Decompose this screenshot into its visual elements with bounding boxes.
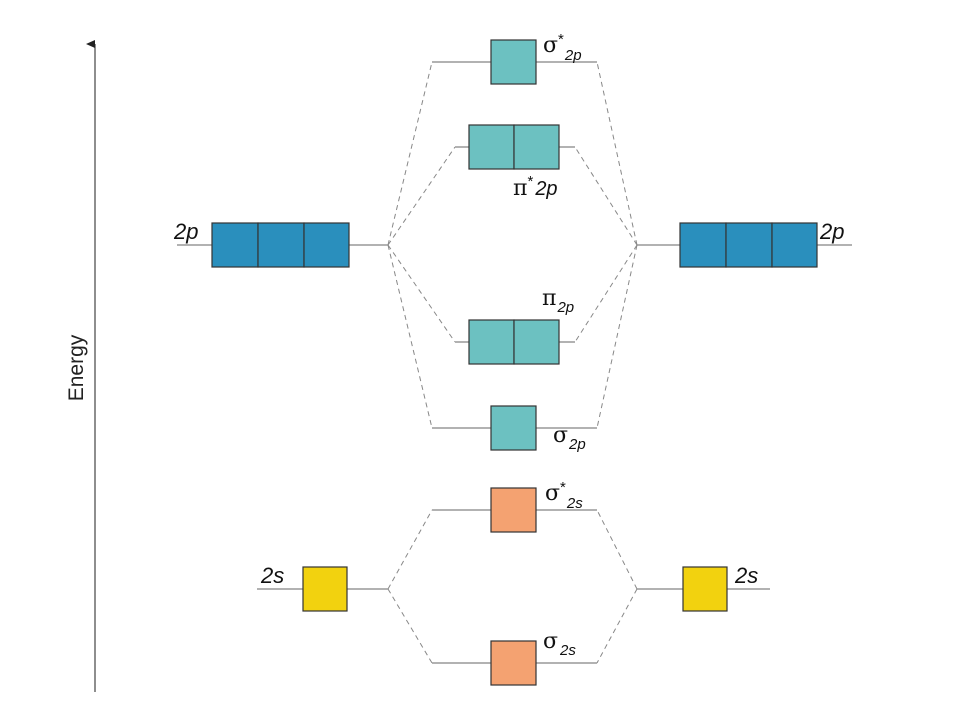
orbital-box-pi-star-2p-2 (513, 124, 560, 170)
label-left-2s: 2s (260, 563, 284, 588)
orbital-box-sigma-2s (490, 640, 537, 686)
energy-axis-label: Energy (65, 334, 88, 401)
label-sigma-star-2p: σ*2p (543, 31, 582, 64)
orbital-box-sigma-star-2s (490, 487, 537, 533)
orbital-box-sigma-2p (490, 405, 537, 451)
orbital-box-pi-star-2p-1 (468, 124, 515, 170)
correlation-lines (387, 61, 638, 664)
orbital-box-left-2p-1 (211, 222, 259, 268)
label-sigma-2p: σ2p (553, 423, 586, 453)
orbital-box-sigma-star-2p (490, 39, 537, 85)
orbital-box-pi-2p-2 (513, 319, 560, 365)
label-pi-star-2p: π*2p (513, 173, 558, 201)
label-sigma-star-2s: σ*2s (545, 479, 583, 512)
orbital-boxes (211, 39, 818, 686)
orbital-box-left-2p-2 (257, 222, 305, 268)
orbital-box-pi-2p-1 (468, 319, 515, 365)
orbital-box-left-2p-3 (303, 222, 350, 268)
orbital-box-right-2p-3 (771, 222, 818, 268)
label-right-2s: 2s (734, 563, 758, 588)
orbital-box-right-2s (682, 566, 728, 612)
orbital-box-left-2s (302, 566, 348, 612)
label-right-2p: 2p (819, 219, 844, 244)
label-left-2p: 2p (173, 219, 198, 244)
orbital-box-right-2p-2 (725, 222, 773, 268)
label-pi-2p: π2p (542, 286, 574, 316)
orbital-box-right-2p-1 (679, 222, 727, 268)
